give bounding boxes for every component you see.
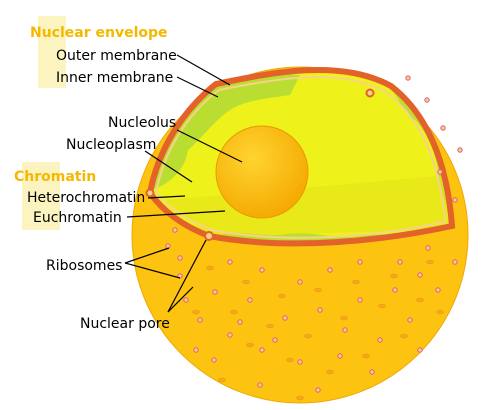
group-title-chromatin: Chromatin [14,169,96,185]
ribosome-dot [397,259,403,265]
ribosome-dot [357,297,363,303]
ribosome-dot [282,315,288,321]
envelope-highlight [38,16,66,88]
label-nucleoplasm: Nucleoplasm [66,137,156,153]
label-euchromatin: Euchromatin [33,210,122,226]
ribosome-dot [272,337,278,343]
group-title-nuclear-envelope: Nuclear envelope [30,25,168,41]
label-outer-membrane: Outer membrane [56,48,177,64]
surface-vesicle [340,315,348,321]
ribosome-dot [237,319,243,325]
nuclear-pore [204,231,214,241]
surface-vesicle [192,309,200,315]
surface-vesicle [230,309,238,315]
ribosome-dot [297,279,303,285]
ribosome-dot [297,359,303,365]
ribosome-dot [407,317,413,323]
leader-ribosomes-b [124,262,181,279]
nucleolus [215,125,309,219]
ribosome-dot [165,243,171,249]
surface-vesicle [218,377,226,383]
ribosome-dot [337,353,343,359]
ribosome-dot [342,327,348,333]
surface-vesicle [266,323,274,329]
nuclear-pore [145,188,155,198]
ribosome-dot [172,227,178,233]
ribosome-dot [425,245,431,251]
heterochromatin-patch [152,71,300,190]
ribosome-dot [193,347,199,353]
surface-vesicle [326,369,334,375]
ribosome-dot [327,267,333,273]
ribosome-dot [392,287,398,293]
ribosome-dot [452,259,458,265]
ribosome-dot [177,255,183,261]
surface-vesicle [362,353,370,359]
inner-membrane-line [155,76,447,239]
ribosome-dot [227,332,233,338]
ribosome-dot [183,297,189,303]
ribosome-dot [315,387,321,393]
ribosome-dot [212,289,218,295]
ribosome-dot [457,147,463,153]
surface-vesicle [206,265,214,271]
leader-heterochromatin [147,195,186,199]
ribosome-dot [259,267,265,273]
leader-euchromatin [126,210,226,218]
ribosome-dot [357,259,363,265]
surface-vesicle [378,303,386,309]
label-inner-membrane: Inner membrane [56,70,173,86]
surface-vesicle [426,259,434,265]
ribosome-dot [227,259,233,265]
label-ribosomes: Ribosomes [46,258,122,274]
surface-vesicle [390,273,398,279]
ribosome-dot [452,197,458,203]
ribosome-dot [211,357,217,363]
surface-vesicle [352,279,360,285]
surface-vesicle [286,357,294,363]
label-nucleolus: Nucleolus [108,115,176,131]
label-nuclear-pore: Nuclear pore [80,316,170,332]
nuclear-pore [365,88,375,98]
surface-vesicle [278,293,286,299]
ribosome-dot [317,307,323,313]
ribosome-dot [369,369,375,375]
outer-membrane-line [147,66,456,247]
leader-nuclear-pore-b [167,286,194,313]
ribosome-dot [417,272,423,278]
chromatin-highlight [22,162,60,230]
leader-ribosomes-a [124,247,170,264]
ribosome-dot [257,382,263,388]
leader-nucleolus [176,129,243,163]
ribosome-dot [417,347,423,353]
leader-outer-membrane [176,54,231,86]
euchromatin-region [165,175,450,236]
leader-nuclear-pore-a [167,239,207,313]
ribosome-dot [247,297,253,303]
surface-vesicle [436,309,444,315]
ribosome-dot [405,75,411,81]
ribosome-dot [437,169,443,175]
ribosome-dot [197,317,203,323]
ribosome-dot [377,337,383,343]
leader-nucleoplasm [144,150,193,183]
surface-vesicle [296,395,304,401]
ribosome-dot [440,125,446,131]
leader-inner-membrane [176,76,219,98]
surface-vesicle [246,342,254,348]
surface-vesicle [304,333,312,339]
ribosome-dot [435,287,441,293]
surface-vesicle [314,287,322,293]
surface-vesicle [400,333,408,339]
ribosome-dot [259,347,265,353]
surface-vesicle [242,279,250,285]
surface-vesicle [416,297,424,303]
label-heterochromatin: Heterochromatin [27,190,145,206]
ribosome-dot [424,97,430,103]
surface-particles [165,75,463,401]
